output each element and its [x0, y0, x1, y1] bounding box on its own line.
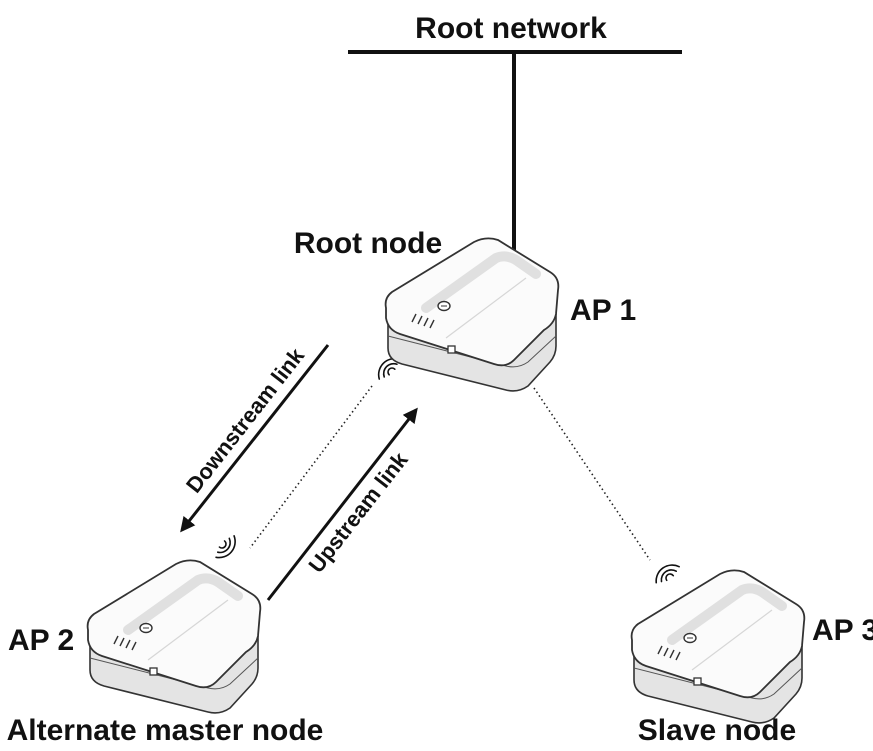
ap1-label: AP 1 [570, 294, 636, 327]
ap2-label: AP 2 [8, 624, 74, 657]
root-network-label: Root network [415, 12, 607, 45]
access-point-icon [386, 238, 559, 391]
wireless-link-ap1-ap3 [533, 387, 651, 561]
ap3-label: AP 3 [812, 614, 873, 647]
upstream-link-label: Upstream link [303, 447, 413, 578]
downstream-link-label: Downstream link [181, 343, 310, 498]
slave-node-label: Slave node [638, 714, 796, 747]
wifi-signal-icon [212, 532, 242, 564]
root-node-label: Root node [294, 227, 442, 260]
alternate-master-node-label: Alternate master node [7, 714, 324, 747]
downstream-link-arrow [180, 344, 330, 533]
access-point-icon [88, 560, 261, 713]
upstream-link-arrow [266, 407, 418, 601]
wifi-signal-icon [650, 559, 683, 587]
access-point-icon [632, 570, 805, 723]
